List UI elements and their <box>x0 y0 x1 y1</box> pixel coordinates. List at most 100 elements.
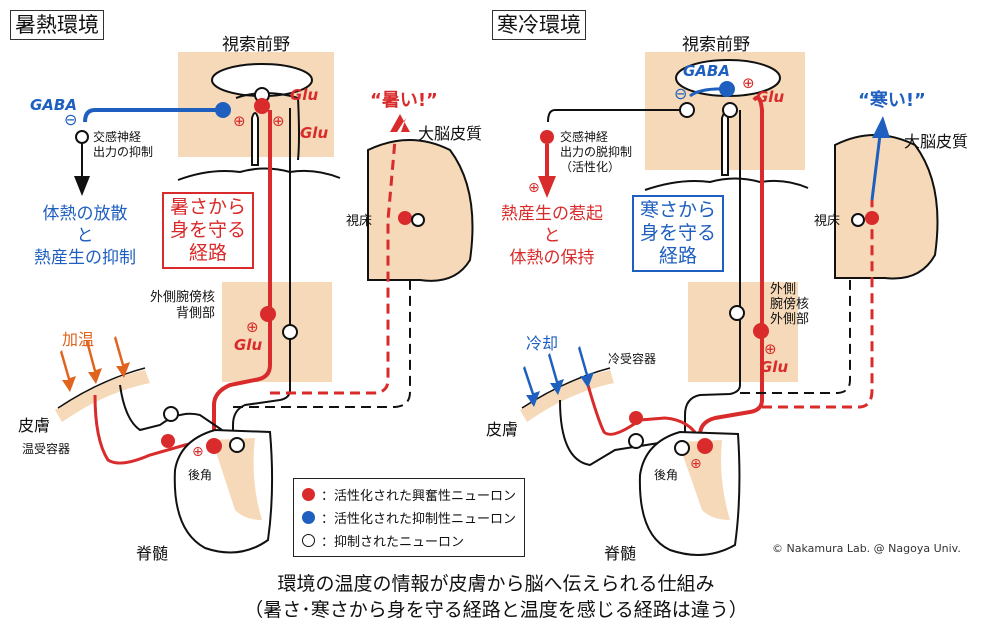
hot-path-line2: 身を守る <box>170 219 247 241</box>
hot-lpb-excitatory-neuron <box>260 306 276 322</box>
hot-path-line3: 経路 <box>189 242 228 264</box>
cold-lpb-plus-sign: ⊕ <box>764 340 777 358</box>
blue-dot-icon <box>302 511 315 524</box>
hot-drg-inhibited-neuron <box>163 406 179 422</box>
hot-sympathetic-label: 交感神経 出力の抑制 <box>93 130 153 160</box>
cold-sympathetic-label: 交感神経 出力の脱抑制 （活性化） <box>560 130 632 175</box>
hot-plus-sign-1: ⊕ <box>233 112 246 130</box>
hot-sympathetic-line1: 交感神経 <box>93 130 142 144</box>
legend-item-inhibited: ：抑制されたニューロン <box>302 529 516 552</box>
hot-skin-patch <box>55 370 150 422</box>
hot-path-line1: 暑さから <box>170 196 247 218</box>
cold-cortex-slice <box>834 134 939 280</box>
hot-minus-sign: ⊖ <box>64 110 78 129</box>
cold-lpb-label: 外側 腕傍核 外側部 <box>770 282 809 327</box>
hot-feeling-label: “暑い!” <box>370 90 438 111</box>
hot-thalamus-label: 視床 <box>346 214 373 229</box>
hot-ascending-pathway <box>212 110 272 440</box>
cold-lpb-line2: 腕傍核 <box>770 297 810 312</box>
heat-arrow-3 <box>114 336 130 378</box>
cold-sympathetic-arrow <box>538 176 556 198</box>
cold-lpb-line1: 外側 <box>770 282 797 297</box>
hot-lpb-line2: 背側部 <box>176 306 216 321</box>
cold-path-line2: 身を守る <box>640 222 717 244</box>
hot-sympathetic-line2: 出力の抑制 <box>93 145 154 159</box>
cold-drg-excitatory-neuron <box>629 411 643 425</box>
cold-poa-label: 視索前野 <box>682 35 750 55</box>
cold-skin-label: 皮膚 <box>486 420 519 439</box>
cold-plus-sign: ⊕ <box>742 74 755 92</box>
cold-poa-inhibited-neuron-1 <box>679 102 695 118</box>
cold-glu-label-lpb: Glu <box>760 358 789 376</box>
hot-effect-line3: 熱産生の抑制 <box>34 248 136 268</box>
hot-spinal-cord-label: 脊髄 <box>136 544 169 563</box>
cold-poa-inhibited-neuron-2 <box>722 102 738 118</box>
hot-pathway-box: 暑さから 身を守る 経路 <box>162 192 255 269</box>
cold-sympathetic-line2: 出力の脱抑制 <box>560 145 633 159</box>
cold-effect: 熱産生の惹起 と 体熱の保持 <box>482 203 622 269</box>
cold-lpb-excitatory-neuron <box>753 323 769 339</box>
legend-text: ：活性化された抑制性ニューロン <box>321 512 517 527</box>
legend-text: ：抑制されたニューロン <box>321 535 465 550</box>
cold-arrow-1 <box>523 366 540 407</box>
cold-receptor-label: 冷受容器 <box>608 352 657 366</box>
hot-effect-line2: と <box>76 226 94 246</box>
hot-dorsal-horn-label: 後角 <box>188 468 213 482</box>
cold-thalamus-excitatory-neuron <box>865 211 879 225</box>
hot-lpb-line1: 外側腕傍核 <box>150 290 216 305</box>
hot-dorsal-horn-inhibited-neuron <box>229 437 245 453</box>
legend-text: ：活性化された興奮性ニューロン <box>321 489 517 504</box>
open-circle-icon <box>302 534 315 547</box>
hot-plus-sign-2: ⊕ <box>272 112 285 130</box>
hot-poa-excitatory-neuron <box>254 98 270 114</box>
heat-arrow-1 <box>60 350 76 392</box>
cold-dorsal-horn-excitatory-neuron <box>697 438 713 454</box>
cold-effect-line2: と <box>543 226 561 246</box>
hot-drg-excitatory-neuron <box>161 434 175 448</box>
cold-dorsal-horn-plus-sign: ⊕ <box>690 456 702 472</box>
hot-lpb-plus-sign: ⊕ <box>246 318 259 336</box>
cold-path-line3: 経路 <box>659 245 698 267</box>
cold-dorsal-horn-label: 後角 <box>654 468 679 482</box>
legend-item-excitatory: ：活性化された興奮性ニューロン <box>302 483 516 506</box>
cold-lpb-inhibited-neuron <box>729 305 745 321</box>
hot-env-title: 暑熱環境 <box>10 10 104 40</box>
hot-glu-label-1: Glu <box>290 86 319 104</box>
cold-dorsal-horn-inhibited-neuron <box>674 440 690 456</box>
cold-lpb-tissue <box>688 282 798 382</box>
cold-sensory-fiber <box>586 384 702 441</box>
cold-sympathetic-line3: （活性化） <box>560 160 621 174</box>
cold-thalamus-label: 視床 <box>814 214 841 229</box>
hot-poa-label: 視索前野 <box>222 35 290 55</box>
cold-ascending-pathway <box>698 95 764 440</box>
hot-effect-line1: 体熱の放散 <box>42 204 128 224</box>
caption-line1: 環境の温度の情報が皮膚から脳へ伝えられる仕組み <box>277 573 715 595</box>
hot-thalamus-inhibited-neuron <box>411 213 425 227</box>
hot-lpb-inhibited-neuron <box>282 324 298 340</box>
hot-dorsal-horn-excitatory-neuron <box>206 438 222 454</box>
hot-sympathetic-arrow <box>74 176 90 196</box>
cold-glu-label-1: Glu <box>756 88 785 106</box>
cold-skin-patch <box>520 370 614 422</box>
heat-arrow-2 <box>86 340 102 384</box>
cold-path-line1: 寒さから <box>640 199 717 221</box>
cold-feeling-label: “寒い!” <box>858 90 926 111</box>
hot-effect: 体熱の放散 と 熱産生の抑制 <box>20 203 150 269</box>
hot-glu-label-2: Glu <box>300 124 329 142</box>
hot-dorsal-horn-plus-sign: ⊕ <box>192 444 204 460</box>
cold-gaba-label: GABA <box>683 62 730 80</box>
cold-spinal-cord-label: 脊髄 <box>604 544 637 563</box>
hot-dashed-red-path <box>270 139 397 395</box>
red-dot-icon <box>302 488 315 501</box>
copyright: © Nakamura Lab. @ Nagoya Univ. <box>772 542 961 555</box>
cold-cortex-label: 大脳皮質 <box>904 132 969 151</box>
cold-minus-sign: ⊖ <box>674 84 688 103</box>
hot-sympathetic-neuron <box>75 130 89 144</box>
hot-receptor-label: 温受容器 <box>22 442 71 456</box>
hot-lpb-tissue <box>222 282 332 382</box>
cold-feeling-arrow <box>872 116 890 138</box>
cold-sympathetic-neuron <box>540 130 554 144</box>
hot-stimulus-label: 加温 <box>62 330 95 349</box>
cold-arrow-3 <box>578 346 594 388</box>
